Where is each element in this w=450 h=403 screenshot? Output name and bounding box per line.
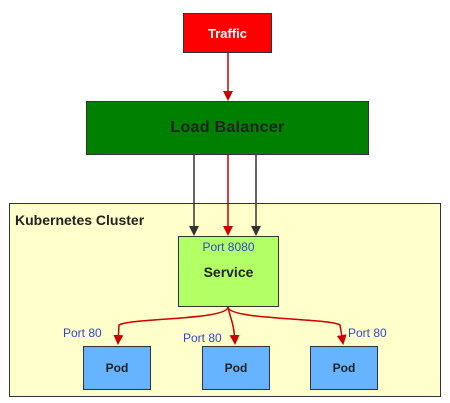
pod-node-2: Pod [202,346,270,390]
service-port-label: Port 8080 [202,240,255,254]
pod-2-label: Pod [224,361,248,375]
edge-service-to-pod-3 [227,306,347,345]
service-label: Service [203,264,254,280]
pod-3-label: Pod [332,361,356,375]
load-balancer-node: Load Balancer [86,101,369,155]
edge-service-to-pod-1 [113,306,229,345]
pod-2-port-label: Port 80 [183,331,222,345]
traffic-node: Traffic [183,13,272,53]
pod-node-1: Pod [83,346,151,390]
cluster-label: Kubernetes Cluster [15,212,145,228]
pod-node-3: Pod [310,346,378,390]
service-node: Port 8080 Service [178,236,279,307]
pod-1-port-label: Port 80 [63,326,102,340]
pod-1-label: Pod [105,361,129,375]
traffic-label: Traffic [207,25,247,41]
load-balancer-label: Load Balancer [170,119,285,136]
pod-3-port-label: Port 80 [348,326,387,340]
